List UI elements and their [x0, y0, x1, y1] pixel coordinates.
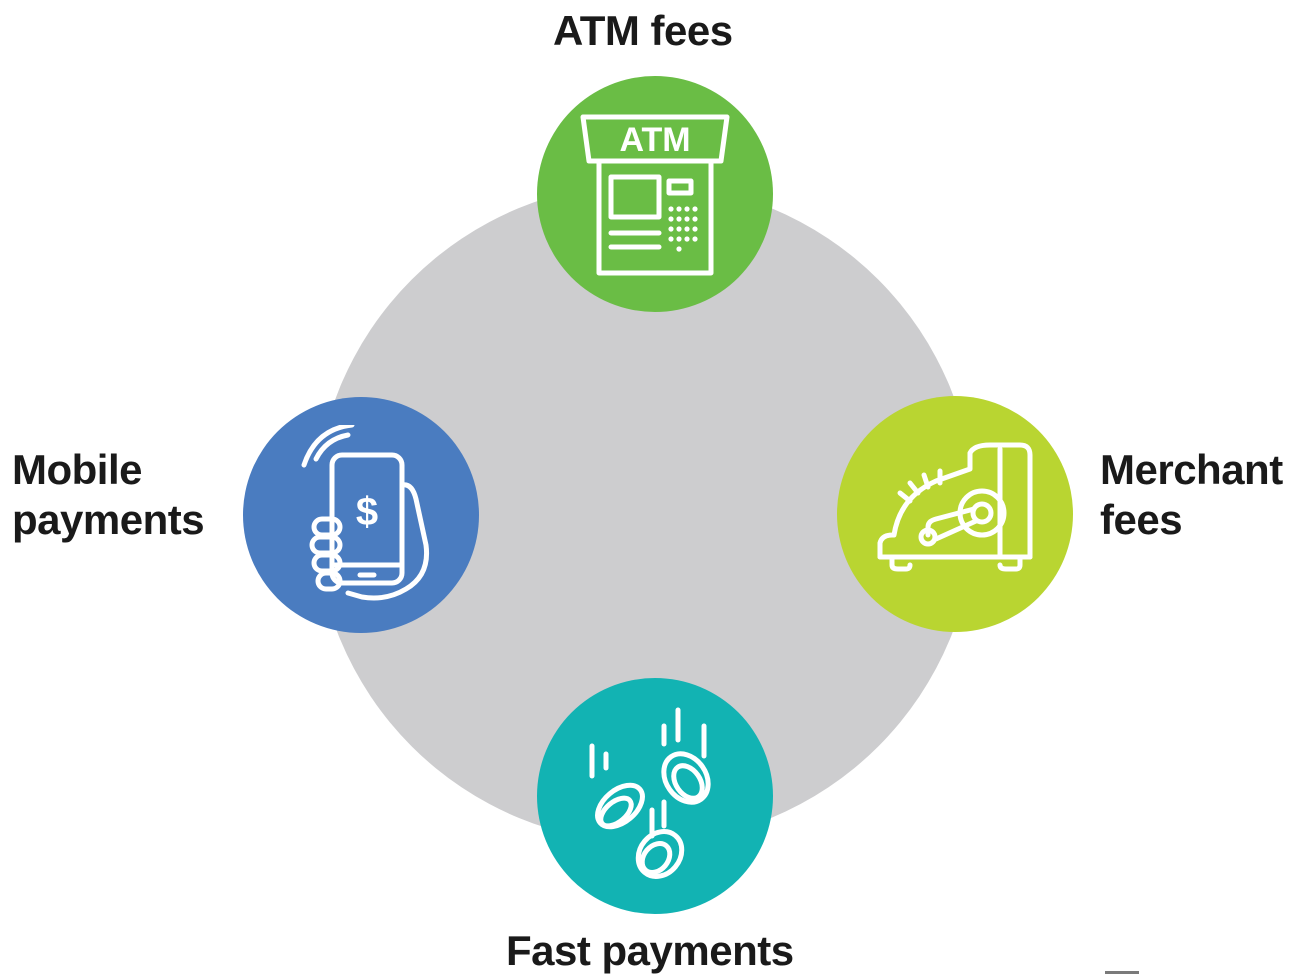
- atm-machine-icon: ATM: [575, 109, 735, 279]
- merchant-fees-label-line1: Merchant: [1100, 446, 1283, 493]
- merchant-fees-label-line2: fees: [1100, 496, 1183, 543]
- mobile-payments-node: $: [243, 397, 479, 633]
- mobile-payments-label-line1: Mobile: [12, 446, 143, 493]
- corner-divider: [1105, 971, 1139, 974]
- atm-sign-text: ATM: [619, 121, 690, 159]
- atm-fees-node: ATM: [537, 76, 773, 312]
- merchant-fees-label: Merchant fees: [1100, 445, 1283, 545]
- mobile-payments-label: Mobile payments: [12, 445, 205, 545]
- mobile-payments-label-line2: payments: [12, 496, 205, 543]
- dollar-sign-text: $: [356, 490, 378, 534]
- cash-register-icon: [870, 439, 1040, 589]
- falling-coins-icon: [580, 706, 730, 886]
- atm-fees-label: ATM fees: [553, 7, 733, 54]
- fast-payments-node: [537, 678, 773, 914]
- merchant-fees-node: [837, 396, 1073, 632]
- fast-payments-label: Fast payments: [506, 927, 794, 974]
- phone-payment-icon: $: [286, 425, 436, 605]
